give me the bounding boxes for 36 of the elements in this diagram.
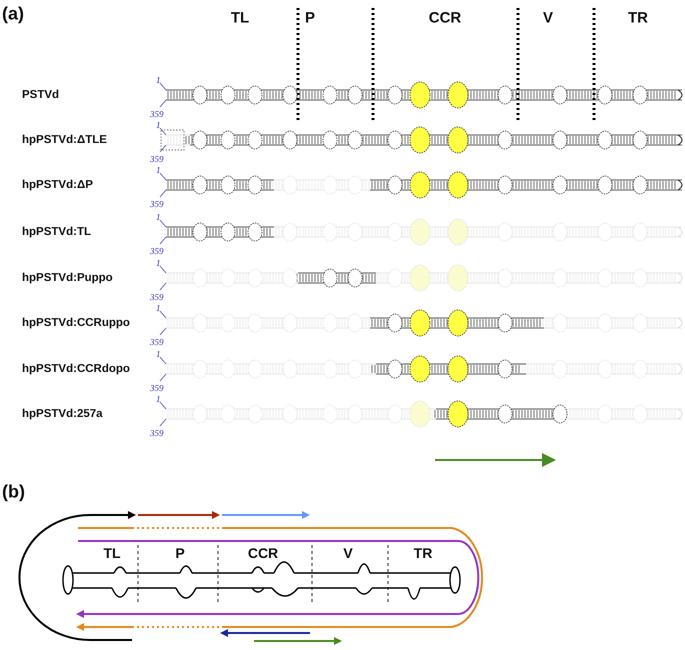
construct-name: hpPSTVd:257a [22,408,103,420]
position-number: 1 [156,349,160,359]
position-number: 1 [156,165,160,175]
position-number: 359 [150,246,164,256]
construct-name: hpPSTVd:Puppo [22,272,113,284]
position-number: 359 [150,337,164,347]
domain-label: P [175,545,185,561]
domain-label: P [305,10,315,26]
position-number: 1 [156,394,160,404]
domain-label: TL [103,545,121,561]
position-number: 1 [156,120,160,130]
domain-label: TL [230,10,250,26]
position-number: 359 [150,109,164,119]
domain-label: TR [414,545,432,561]
position-number: 1 [156,212,160,222]
domain-label: V [543,10,553,26]
construct-name: hpPSTVd:CCRdopo [22,363,130,375]
position-number: 1 [156,75,160,85]
construct-name: hpPSTVd:TL [22,226,91,238]
position-number: 1 [156,303,160,313]
domain-label: CCR [248,545,278,561]
position-number: 359 [150,292,164,302]
domain-label: CCR [428,10,462,26]
position-number: 1 [156,258,160,268]
position-number: 359 [150,383,164,393]
domain-label: V [343,545,353,561]
construct-name: hpPSTVd:ΔTLE [22,134,107,146]
domain-label: TR [628,10,648,26]
construct-name: hpPSTVd:ΔP [22,179,93,191]
panel-label: (a) [2,4,24,24]
construct-name: PSTVd [22,89,60,101]
position-number: 359 [150,154,164,164]
position-number: 359 [150,199,164,209]
panel-label: (b) [2,482,25,502]
position-number: 359 [150,428,164,438]
construct-name: hpPSTVd:CCRuppo [22,317,130,329]
